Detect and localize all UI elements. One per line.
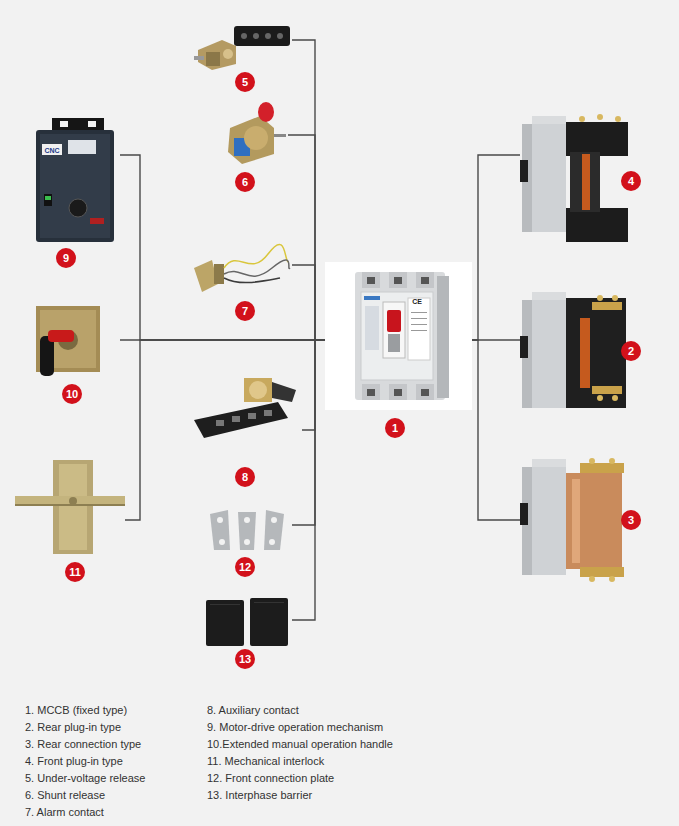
component-illustration (188, 238, 292, 296)
part-list-item: 6. Shunt release (25, 788, 203, 803)
component-illustration (30, 118, 120, 246)
callout-number: 1 (385, 418, 405, 438)
callout-number: 6 (235, 172, 255, 192)
component-illustration (202, 508, 292, 552)
component-item: 7 (188, 238, 292, 321)
component-item: 4 (520, 112, 645, 247)
callout-number: 13 (235, 649, 255, 669)
part-list-item: 8. Auxiliary contact (207, 703, 467, 718)
component-item: 6 (212, 98, 288, 192)
connector-line (288, 135, 325, 340)
callout-number: 2 (621, 341, 641, 361)
callout-number: 12 (235, 557, 255, 577)
component-item: 12 (202, 508, 292, 577)
component-item: 3 (520, 455, 645, 585)
ce-mark: CE (410, 296, 424, 307)
component-illustration (212, 98, 288, 168)
part-list-item: 13. Interphase barrier (207, 788, 467, 803)
part-list-item: 2. Rear plug-in type (25, 720, 203, 735)
component-item: 2 (520, 288, 645, 413)
part-list-item: 10.Extended manual operation handle (207, 737, 467, 752)
component-item: 11 (15, 458, 125, 582)
brand-logo: CNC (42, 145, 62, 156)
callout-number: 3 (621, 510, 641, 530)
callout-number: 9 (56, 248, 76, 268)
connector-line (292, 340, 325, 620)
component-illustration (30, 302, 120, 377)
part-list-item: 3. Rear connection type (25, 737, 203, 752)
part-list-item: 11. Mechanical interlock (207, 754, 467, 769)
connector-line (125, 340, 325, 520)
connector-line (292, 40, 325, 340)
part-list-item: 5. Under-voltage release (25, 771, 203, 786)
callout-number: 7 (235, 301, 255, 321)
callout-number: 11 (65, 562, 85, 582)
connector-line (472, 340, 520, 520)
connector-line (472, 339, 520, 340)
callout-number: 5 (235, 72, 255, 92)
component-illustration (202, 596, 292, 649)
component-illustration (15, 458, 125, 556)
part-list-item: 9. Motor-drive operation mechanism (207, 720, 467, 735)
callout-number: 10 (62, 384, 82, 404)
callout-number: 8 (235, 467, 255, 487)
connector-line (120, 155, 325, 340)
callout-number: 4 (621, 171, 641, 191)
part-list-item: 12. Front connection plate (207, 771, 467, 786)
component-item: 9 (30, 118, 120, 268)
component-illustration (188, 372, 302, 447)
component-item: 13 (202, 596, 292, 669)
connector-line (302, 340, 325, 430)
connector-line (472, 155, 520, 340)
part-list-item: 1. MCCB (fixed type) (25, 703, 203, 718)
component-item: 8 (188, 372, 302, 487)
connector-line (292, 265, 325, 340)
component-item: 5 (192, 20, 292, 92)
connector-line (292, 340, 325, 525)
part-list-item: 4. Front plug-in type (25, 754, 203, 769)
component-item: 10 (30, 302, 120, 404)
component-illustration (192, 20, 292, 72)
component-illustration (325, 262, 472, 410)
component-item: 1 (325, 262, 472, 440)
part-list-item: 7. Alarm contact (25, 805, 203, 820)
